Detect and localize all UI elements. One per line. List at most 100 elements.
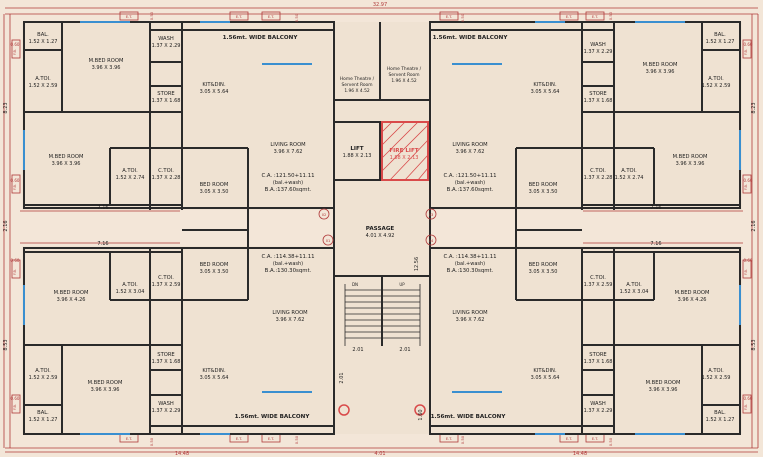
dim-left-mid: 2.16 [3,220,9,231]
room-tr-mbed-size: 3.96 X 3.96 [646,69,675,75]
room-tl-store-name: STORE [157,91,174,97]
room-tl-atoi-name: A.TOI. [35,76,51,82]
tick-et-9: E.T. [446,437,452,441]
room-bl-atoi-name: A.TOI. [122,282,138,288]
room-br-store-name: STORE [589,352,606,358]
room-br-ctoi-name: C.TOI. [590,275,606,281]
room-tr-ctoi-size: 1.37 X 2.28 [584,175,613,181]
area-tl-note: (bal.+wash) [273,180,303,186]
room-br-kit-name: KIT&DIN. [533,368,557,374]
stair-down: DN [352,282,358,287]
room-tr-bed-name: BED ROOM [529,182,558,188]
dim-right-top: 8.23 [751,102,757,113]
room-tr-store-name: STORE [589,91,606,97]
top-dimension: 32.97 [373,2,387,8]
dim-left-bottom: 8.53 [3,339,9,350]
room-tr-mbed2-name: M.BED ROOM [673,154,708,160]
dim-left-top: 8.23 [3,102,9,113]
tick-fb-0: F.B. [13,49,17,55]
bottom-dimension-right: 14.48 [573,451,587,457]
room-bl-store-size: 1.37 X 1.68 [152,359,181,365]
room-tr-ctoi-name: C.TOI. [590,168,606,174]
dim-stair-v: 2.01 [339,372,345,383]
room-tl-mbed2-name: M.BED ROOM [49,154,84,160]
room-tl-mbed-name: M.BED ROOM [89,58,124,64]
dim-h-left-bottom: 7.16 [97,241,108,247]
tick-060-7: 0.60 [744,396,753,401]
room-bl-wash-name: WASH [158,401,174,407]
tick-fb-7: F.B. [744,404,748,410]
room-br-mbed2-size: 3.96 X 3.96 [649,387,678,393]
dim-right-mid: 2.16 [751,220,757,231]
area-tr-note: (bal.+wash) [455,180,485,186]
area-br-ba: B.A.:130.30sqmt. [447,268,494,274]
room-ht-left-size: 1.96 X 4.52 [344,88,370,94]
room-tr-atoi-size: 1.52 X 2.59 [702,83,731,89]
tick-050-3: 0.50 [608,11,613,20]
tick-050-0: 0.50 [149,11,154,20]
dim-stair-v2: 1.60 [418,409,424,420]
room-br-bed-name: BED ROOM [529,262,558,268]
room-ht-right-size: 1.96 X 4.52 [391,78,417,84]
dim-stair-left: 2.01 [352,347,363,353]
area-br-ca: C.A. :114.38+11.11 [443,254,496,260]
room-br-wash-size: 1.37 X 2.29 [584,408,613,414]
flat-number-circles [318,208,437,246]
room-br-atoi-name: A.TOI. [626,282,642,288]
room-bl-atoi2-name: A.TOI. [35,368,51,374]
area-tr-ca: C.A. :121.50+11.11 [443,173,496,179]
dim-h-right-bottom: 7.16 [650,241,661,247]
room-tl-bal-size: 1.52 X 1.27 [29,39,58,45]
dim-stair-right: 2.01 [399,347,410,353]
bottom-dimension-center: 4.01 [374,451,385,457]
walls [23,21,741,435]
room-tr-living-size: 3.96 X 7.62 [456,149,485,155]
room-br-store-size: 1.37 X 1.68 [584,359,613,365]
tick-et-3: E.T. [446,15,452,19]
tick-060-6: 0.60 [744,258,753,263]
room-passage-name: PASSAGE [366,226,395,232]
room-br-living-name: LIVING ROOM [452,310,487,316]
area-tl-flat: 02 [322,213,327,217]
dim-h-right-top: 7.16 [650,205,661,211]
room-tr-atoi2-name: A.TOI. [621,168,637,174]
room-tl-store-size: 1.37 X 1.68 [152,98,181,104]
dim-passage-v: 12.56 [414,257,420,271]
area-tr-ba: B.A.:137.60sqmt. [447,187,494,193]
room-tl-ctoi-size: 1.37 X 2.28 [152,175,181,181]
tick-060-1: 0.60 [11,178,20,183]
room-tr-bal-name: BAL. [714,32,726,38]
room-tr-kit-name: KIT&DIN. [533,82,557,88]
room-br-ctoi-size: 1.37 X 2.59 [584,282,613,288]
area-br-note: (bal.+wash) [455,261,485,267]
tick-fb-1: F.B. [13,184,17,190]
room-ht-right-name2: Servent Room [389,72,420,78]
tick-060-0: 0.60 [11,42,20,47]
room-bl-bed-size: 3.05 X 3.50 [200,269,229,275]
room-tr-balcony-name: 1.56mt. WIDE BALCONY [433,35,509,41]
room-tr-kit-size: 3.05 X 5.64 [531,89,560,95]
area-bl-ca: C.A. :114.38+11.11 [261,254,314,260]
tick-050-5: 0.50 [294,435,299,444]
room-br-bal-size: 1.52 X 1.27 [706,417,735,423]
tick-fb-5: F.B. [744,184,748,190]
room-bl-wash-size: 1.37 X 2.29 [152,408,181,414]
room-br-bal-name: BAL. [714,410,726,416]
room-bl-mbed2-name: M.BED ROOM [88,380,123,386]
room-bl-ctoi-name: C.TOI. [158,275,174,281]
room-tl-wash-name: WASH [158,36,174,42]
tick-et-10: E.T. [566,437,572,441]
room-br-mbed-size: 3.96 X 4.26 [678,297,707,303]
room-tl-mbed-size: 3.96 X 3.96 [92,65,121,71]
windows [23,21,741,435]
room-bl-living-size: 3.96 X 7.62 [276,317,305,323]
room-ht-left-name2: Servent Room [342,82,373,88]
room-bl-kit-name: KIT&DIN. [202,368,226,374]
tick-et-8: E.T. [268,437,274,441]
room-ht-left-name: Home Theatre / [340,76,375,82]
tick-et-6: E.T. [126,437,132,441]
tick-050-1: 0.50 [294,13,299,22]
fire-hydrant-markers [338,404,426,416]
dim-h-left-top: 7.16 [97,205,108,211]
